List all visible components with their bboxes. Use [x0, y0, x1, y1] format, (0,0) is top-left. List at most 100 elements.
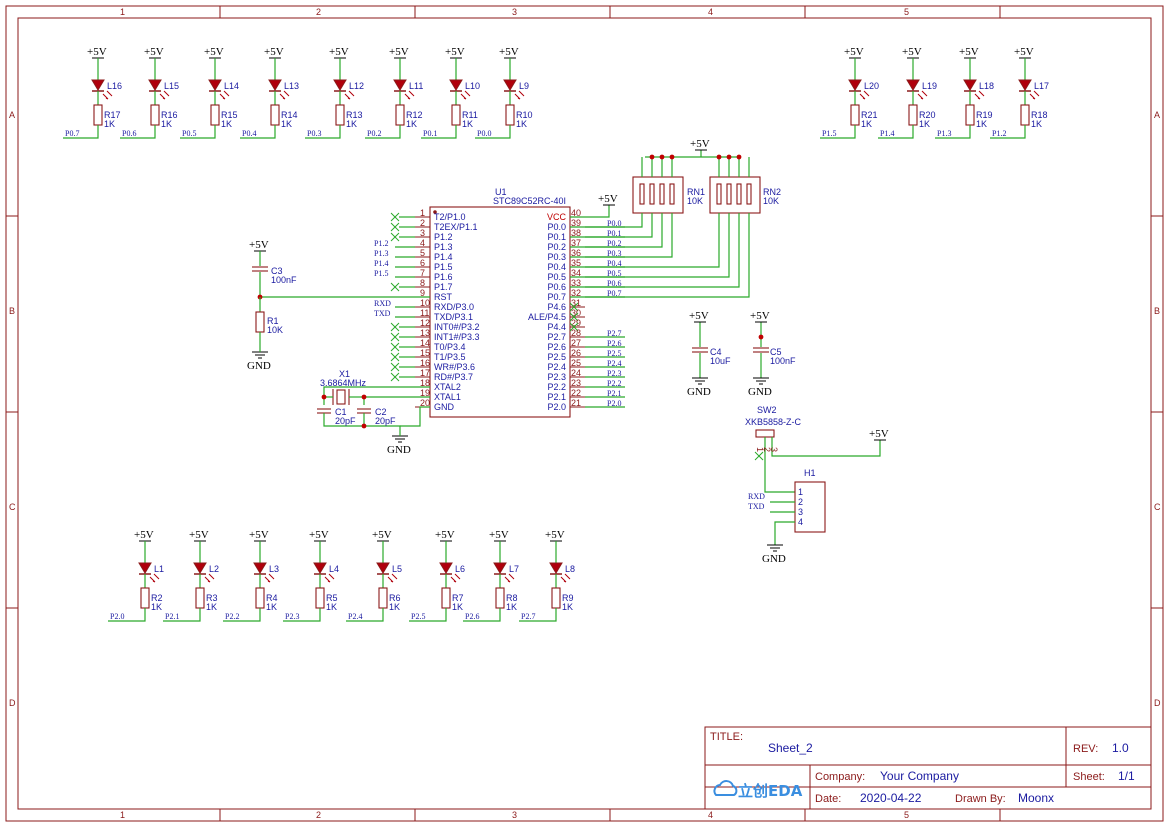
light-arrow-icon [324, 573, 335, 583]
pin-name: RST [434, 292, 453, 302]
led-icon [268, 79, 282, 91]
pin-name: ALE/P4.5 [528, 312, 566, 322]
vcc-label: +5V [249, 239, 269, 251]
c4-vcc: +5V [689, 310, 709, 323]
pin-number: 39 [571, 218, 581, 228]
border-col-label: 5 [904, 810, 909, 820]
resistor-ref: R11 [462, 110, 478, 120]
resistor-value: 1K [151, 602, 162, 612]
border-row-label: A [9, 110, 15, 120]
light-arrow-icon [460, 90, 471, 100]
net-label: P0.1 [423, 129, 437, 138]
drawn-label: Drawn By: [955, 793, 1006, 805]
resistor [150, 104, 160, 126]
pin-number: 25 [571, 358, 581, 368]
pin-number: 31 [571, 298, 581, 308]
light-arrow-icon [344, 90, 355, 100]
pin-number: 24 [571, 368, 581, 378]
header-h1[interactable]: H1 1 2 3 4 RXD TXD [748, 468, 826, 545]
vcc-symbol: +5V [489, 529, 509, 542]
led-ref: L1 [154, 564, 164, 574]
vcc-symbol: +5V [204, 46, 224, 59]
mcu-part: STC89C52RC-40I [493, 196, 566, 206]
resistor-value: 1K [104, 119, 115, 129]
border-col-label: 4 [708, 7, 713, 17]
vcc-label: +5V [189, 529, 209, 541]
pin-net: P1.2 [374, 239, 388, 248]
rev-value: 1.0 [1112, 741, 1129, 755]
resistor [1020, 104, 1030, 126]
led-icon [1018, 79, 1032, 91]
resistor-network-rn1[interactable]: RN1 10K [632, 176, 705, 214]
resistor-value: 1K [346, 119, 357, 129]
c5-vcc: +5V [750, 310, 770, 323]
vcc-label: +5V [134, 529, 154, 541]
light-arrow-icon [159, 90, 170, 100]
pin-net: P0.1 [607, 229, 621, 238]
resistor-ref: R8 [506, 593, 518, 603]
resistor [451, 104, 461, 126]
pin-name: XTAL2 [434, 382, 461, 392]
resistor-ref: R12 [406, 110, 423, 120]
border-row-label: D [9, 698, 16, 708]
pin-number: 18 [420, 378, 430, 388]
led-icon [493, 562, 507, 574]
resistor-value: 1K [1031, 119, 1042, 129]
pin-net: P2.5 [607, 349, 621, 358]
pin-name: P1.7 [434, 282, 453, 292]
h1-net-txd: TXD [748, 502, 765, 511]
resistor-ref: R4 [266, 593, 278, 603]
resistor [93, 104, 103, 126]
resistor-value: 1K [221, 119, 232, 129]
border-col-label: 3 [512, 810, 517, 820]
vcc-symbol: +5V [329, 46, 349, 59]
resistor-network-rn2[interactable]: RN2 10K [709, 176, 781, 214]
title-label: TITLE: [710, 731, 743, 743]
border-row-label: D [1154, 698, 1161, 708]
x1-ref: X1 [339, 369, 350, 379]
h1-pin3: 3 [798, 507, 803, 517]
pin-name: P2.5 [547, 352, 566, 362]
light-arrow-icon [504, 573, 515, 583]
pin-name: P0.3 [547, 252, 566, 262]
vcc-label: +5V [144, 46, 164, 58]
pin-name: P2.7 [547, 332, 566, 342]
led-icon [333, 79, 347, 91]
pin-name: P0.6 [547, 282, 566, 292]
pin-number: 23 [571, 378, 581, 388]
switch-sw2[interactable]: SW2 XKB5858-Z-C 1 2 3 [745, 405, 881, 493]
resistor-ref: R9 [562, 593, 574, 603]
light-arrow-icon [514, 90, 525, 100]
sw2-pin1: 1 [755, 447, 765, 452]
pin-net: P0.0 [607, 219, 621, 228]
mcu-u1[interactable]: U1 STC89C52RC-40I [429, 187, 571, 418]
pin-name: P2.3 [547, 372, 566, 382]
pin-number: 33 [571, 278, 581, 288]
c3-value: 100nF [271, 275, 297, 285]
pin-number: 11 [420, 308, 429, 318]
